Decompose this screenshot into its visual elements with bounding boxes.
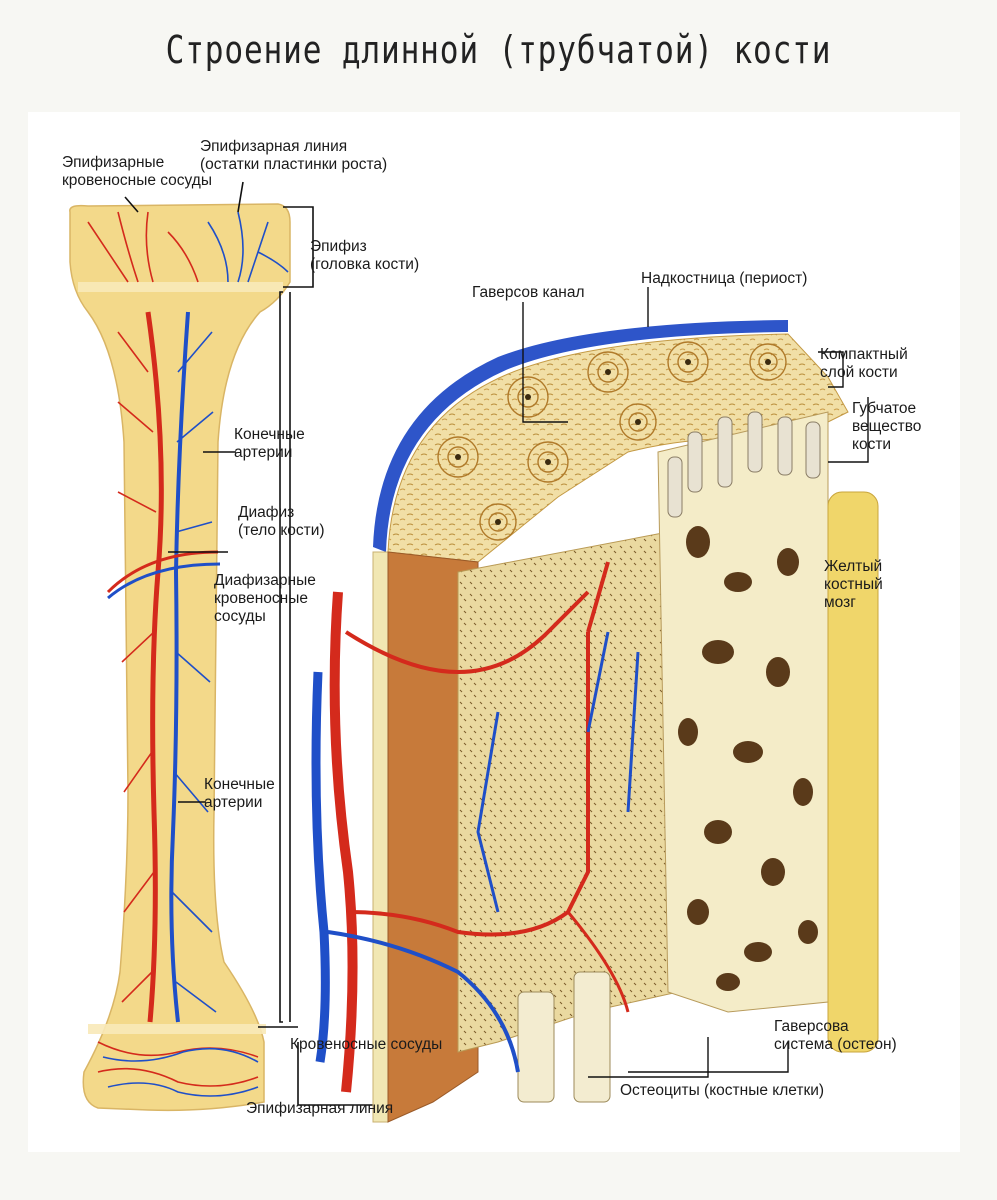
label-epiphysis: Эпифиз (головка кости) — [310, 238, 420, 273]
label-terminal-arteries-lower: Конечные артерии — [204, 776, 275, 811]
page-title: Строение длинной (трубчатой) кости — [165, 28, 832, 72]
label-compact-layer: Компактный слой кости — [820, 346, 908, 381]
label-haversian-canal: Гаверсов канал — [472, 284, 585, 301]
label-epiphyseal-line-bottom: Эпифизарная линия — [246, 1100, 394, 1117]
bone-outline — [69, 203, 291, 1112]
label-terminal-arteries-upper: Конечные артерии — [234, 426, 305, 461]
epiphyseal-line-top — [78, 282, 283, 292]
trabecular-pillars — [667, 411, 821, 518]
yellow-marrow-column — [827, 491, 879, 1053]
main-artery — [145, 311, 164, 1023]
osteon-rings — [437, 341, 787, 541]
label-blood-vessels: Кровеносные сосуды — [290, 1036, 443, 1053]
label-osteocytes: Остеоциты (костные клетки) — [620, 1082, 825, 1099]
label-diaphysis: Диафиз (тело кости) — [238, 504, 325, 539]
label-diaphyseal-vessels: Диафизарные кровеносные сосуды — [214, 572, 316, 625]
leader-lines-right — [522, 287, 869, 1078]
spongy-cavities — [678, 526, 818, 991]
long-bone — [69, 203, 291, 1112]
label-yellow-marrow: Желтый костный мозг — [824, 558, 883, 611]
label-epiphyseal-vessels: Эпифизарные кровеносные сосуды — [62, 154, 212, 189]
diagram-panel: Эпифизарные кровеносные сосуды Эпифизарн… — [28, 112, 960, 1152]
haversian-canal-dots — [455, 359, 771, 525]
epiphyseal-line-bottom — [88, 1024, 266, 1034]
bone-illustration — [69, 181, 879, 1123]
cut-face-compact — [387, 551, 479, 1123]
label-epiphyseal-line-top: Эпифизарная линия (остатки пластинки рос… — [200, 138, 388, 173]
label-haversian-system: Гаверсова система (остеон) — [774, 1018, 897, 1053]
bone-cross-section — [311, 320, 879, 1123]
periosteum-band — [373, 320, 788, 552]
label-spongy-substance: Губчатое вещество кости — [852, 400, 922, 453]
osteon-cylinders — [517, 971, 611, 1103]
vessel-branches — [87, 211, 289, 1097]
label-periosteum: Надкостница (периост) — [641, 270, 808, 287]
section-vessels — [311, 561, 640, 1093]
